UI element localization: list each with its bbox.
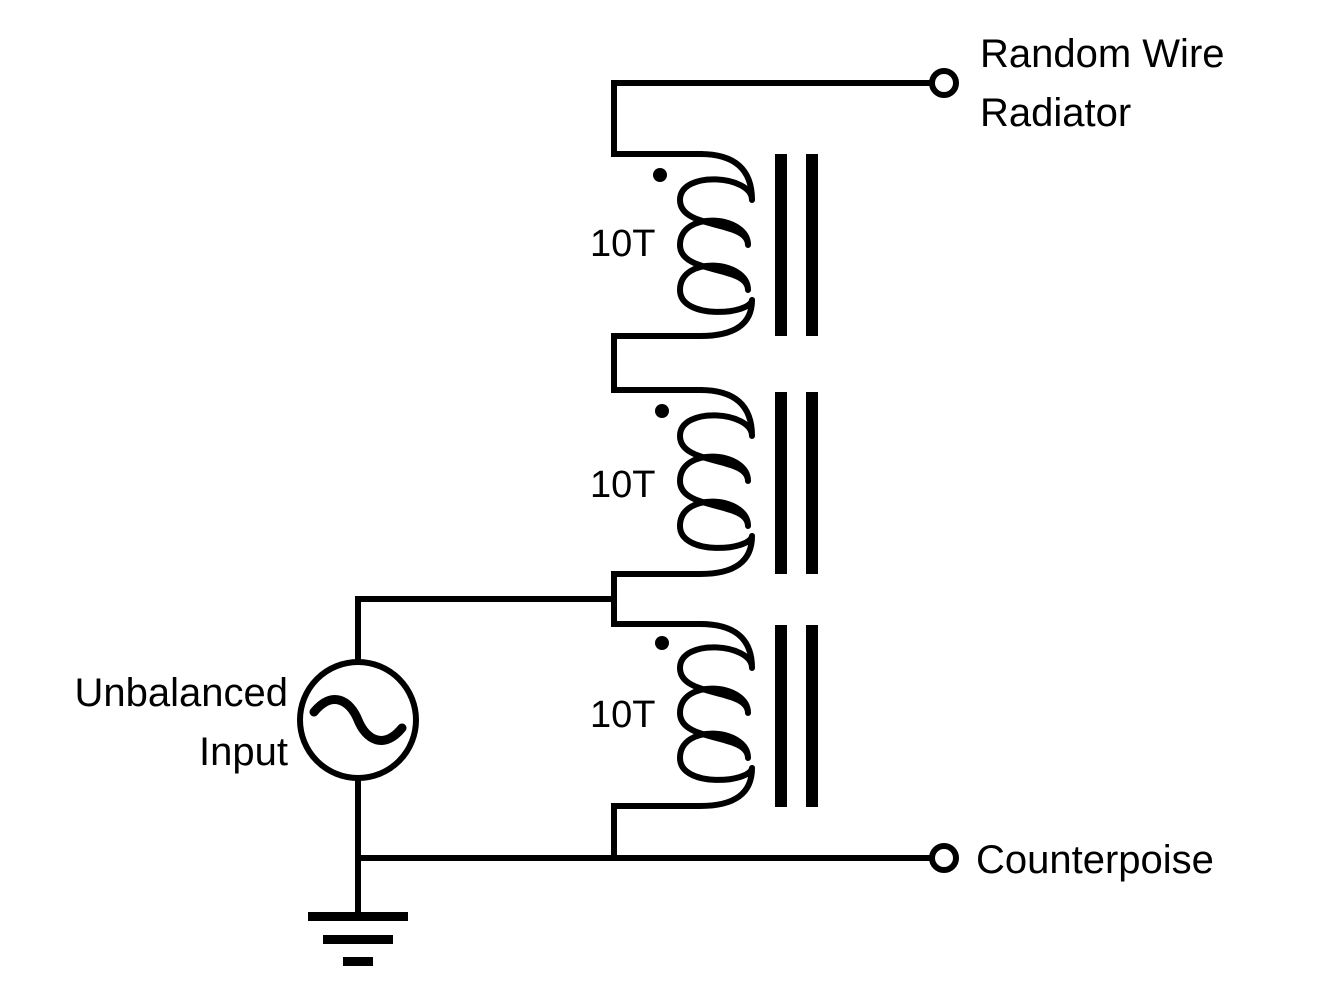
winding-1-polarity-dot — [653, 168, 667, 182]
counterpoise-terminal — [929, 843, 959, 873]
ground-icon — [308, 912, 408, 966]
winding-3: 10T — [590, 621, 818, 809]
radiator-label-line2: Radiator — [980, 91, 1131, 135]
winding-1-core-bar-b — [806, 154, 818, 336]
winding-1-core-bar-a — [775, 154, 787, 336]
ground-bar-medium — [323, 935, 393, 944]
ac-source — [297, 659, 419, 781]
ground-bar-small — [343, 957, 373, 966]
winding-1-turns-label: 10T — [590, 223, 655, 265]
winding-2-turns-label: 10T — [590, 464, 655, 506]
winding-1-coil — [611, 151, 755, 339]
winding-2-polarity-dot — [655, 404, 669, 418]
ground-bar-large — [308, 912, 408, 921]
radiator-wire — [611, 80, 947, 157]
tap-wire — [611, 571, 703, 627]
winding-2-core-bar-b — [806, 392, 818, 574]
winding-2-coil — [611, 387, 755, 577]
input-label-line1: Unbalanced — [75, 671, 289, 715]
counterpoise-label: Counterpoise — [976, 838, 1214, 882]
winding-2-core-bar-a — [775, 392, 787, 574]
link-wire-1-2 — [611, 333, 703, 393]
winding-3-turns-label: 10T — [590, 694, 655, 736]
winding-3-core-bar-a — [775, 625, 787, 807]
winding-2: 10T — [590, 387, 818, 577]
winding-3-coil — [611, 621, 755, 809]
input-label-line2: Input — [199, 730, 288, 774]
sine-wave-icon — [309, 695, 407, 745]
winding-3-core-bar-b — [806, 625, 818, 807]
source-top-wire — [355, 596, 617, 665]
radiator-label-line1: Random Wire — [980, 32, 1225, 76]
winding-3-polarity-dot — [655, 636, 669, 650]
radiator-terminal — [929, 68, 959, 98]
winding-1: 10T — [590, 151, 818, 339]
